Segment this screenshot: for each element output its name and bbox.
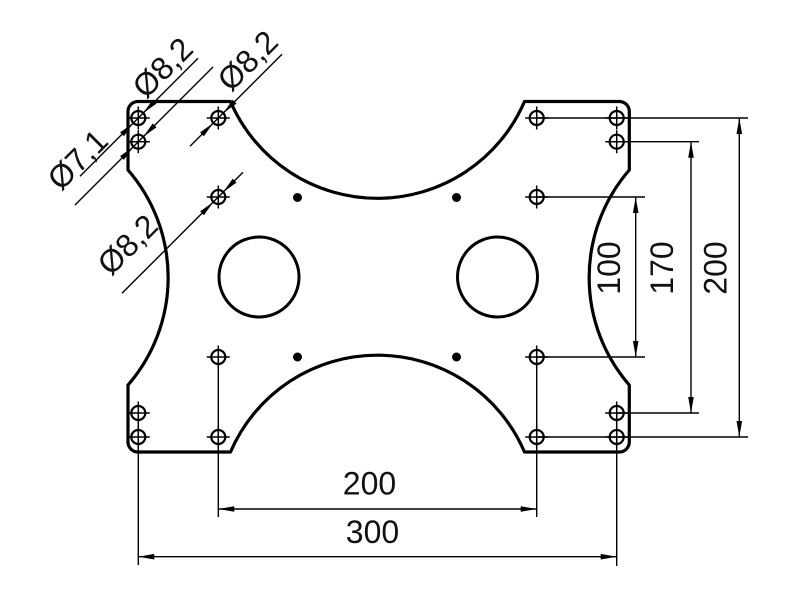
mounting-hole [525, 106, 549, 130]
reference-dot [452, 352, 461, 362]
mounting-hole [126, 106, 150, 130]
reference-dot [452, 193, 461, 202]
mounting-hole [126, 130, 150, 154]
arrowhead [143, 123, 157, 137]
mounting-hole [206, 425, 230, 449]
mounting-hole [605, 106, 629, 130]
mounting-hole [605, 401, 629, 425]
dim-label: 170 [644, 241, 680, 294]
large-hole-right [456, 235, 539, 319]
callout-label: Ø8,2 [210, 23, 285, 98]
arrowhead [632, 197, 639, 213]
arrowhead [736, 421, 743, 437]
arrowhead [200, 123, 214, 137]
reference-dots [293, 193, 461, 362]
arrowhead [600, 553, 617, 560]
mounting-hole [525, 425, 549, 449]
mounting-holes [126, 106, 629, 449]
arrowhead [138, 553, 155, 560]
arrowhead [688, 397, 694, 413]
mounting-hole [206, 106, 230, 130]
diameter-callouts: Ø8,2 Ø8,2 Ø7,1 Ø8,2 [40, 23, 285, 294]
arrowhead [223, 178, 237, 192]
mounting-hole [525, 185, 549, 209]
mounting-hole [605, 130, 629, 154]
dim-right-200: 200 [698, 118, 743, 437]
dim-label: 200 [698, 241, 734, 294]
plate-outline [126, 99, 631, 454]
arrowhead [143, 99, 157, 113]
mounting-hole [126, 425, 150, 449]
mounting-hole [126, 401, 150, 425]
reference-dot [293, 193, 302, 202]
arrowhead [520, 506, 537, 512]
arrowhead [120, 123, 134, 137]
arrowhead [218, 506, 235, 512]
arrowhead [223, 99, 237, 113]
dim-bottom-200: 200 [218, 466, 537, 512]
arrowhead [200, 202, 214, 216]
arrowhead [120, 146, 134, 160]
dim-right-170: 170 [644, 141, 694, 413]
dim-label: 200 [343, 466, 396, 502]
arrowhead [736, 118, 743, 134]
mounting-hole [206, 185, 230, 209]
dim-label: 300 [346, 514, 399, 550]
mounting-hole [605, 425, 629, 449]
callout-label: Ø7,1 [40, 122, 115, 197]
dim-label: 100 [591, 241, 627, 294]
mounting-hole [525, 345, 549, 369]
callout-label: Ø8,2 [90, 207, 165, 282]
arrowhead [632, 341, 639, 357]
mounting-hole [206, 345, 230, 369]
arrowhead [688, 141, 694, 158]
dim-right-100: 100 [591, 197, 639, 357]
dim-bottom-300: 300 [138, 514, 617, 560]
large-hole-left [217, 235, 301, 319]
reference-dot [293, 352, 302, 362]
